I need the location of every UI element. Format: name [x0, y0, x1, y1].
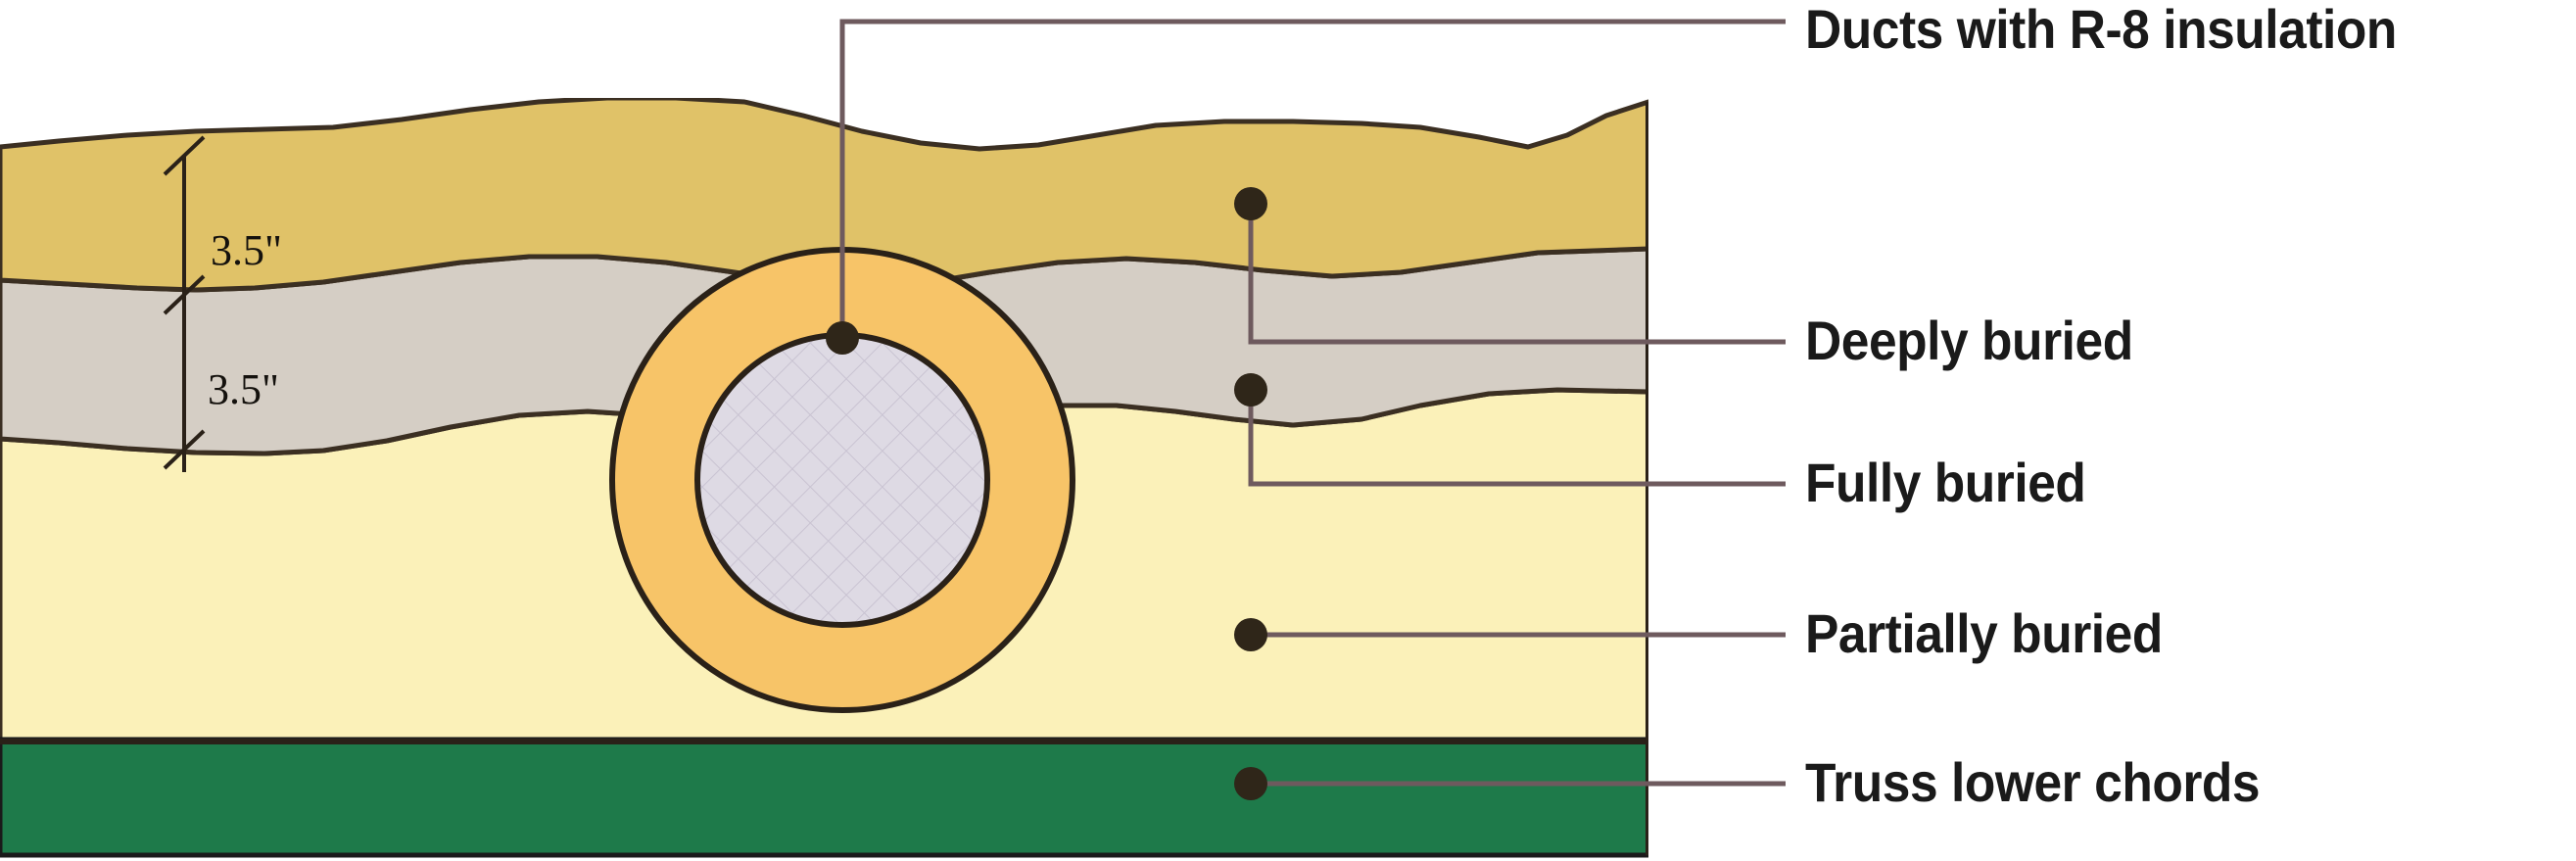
- callout-label-partially-buried: Partially buried: [1805, 602, 2163, 664]
- callout-label-truss-lower-chords: Truss lower chords: [1805, 751, 2261, 813]
- callout-label-ducts-r8: Ducts with R-8 insulation: [1805, 0, 2397, 60]
- leader-line-fully-buried: [1248, 390, 1786, 487]
- dimension-tick-top: [163, 135, 206, 176]
- dimension-markers: 3.5" 3.5": [163, 135, 282, 472]
- callout-dot-partially-buried[interactable]: [1234, 618, 1267, 651]
- dimension-tick-bottom: [163, 429, 206, 470]
- callout-dot-deeply-buried[interactable]: [1234, 187, 1267, 220]
- callout-dot-ducts-r8[interactable]: [826, 321, 859, 355]
- callout-label-fully-buried: Fully buried: [1805, 452, 2086, 513]
- dimension-tick-middle: [163, 274, 206, 315]
- duct-core: [694, 332, 990, 628]
- callout-dot-truss-lower-chords[interactable]: [1234, 767, 1267, 800]
- dimension-label-middle: 3.5": [208, 365, 279, 413]
- callout-leader-lines: [839, 19, 1786, 787]
- callout-dot-fully-buried[interactable]: [1234, 373, 1267, 407]
- layer-deep-insulation-top: [0, 98, 1648, 293]
- layer-truss-chord-band: [0, 737, 1648, 858]
- layer-stack: [0, 98, 1648, 858]
- leader-line-ducts-r8: [839, 19, 1786, 338]
- callout-dots: [826, 187, 1267, 800]
- leader-line-deeply-buried: [1248, 204, 1786, 345]
- dimension-label-top: 3.5": [211, 226, 282, 274]
- callout-label-deeply-buried: Deeply buried: [1805, 310, 2133, 371]
